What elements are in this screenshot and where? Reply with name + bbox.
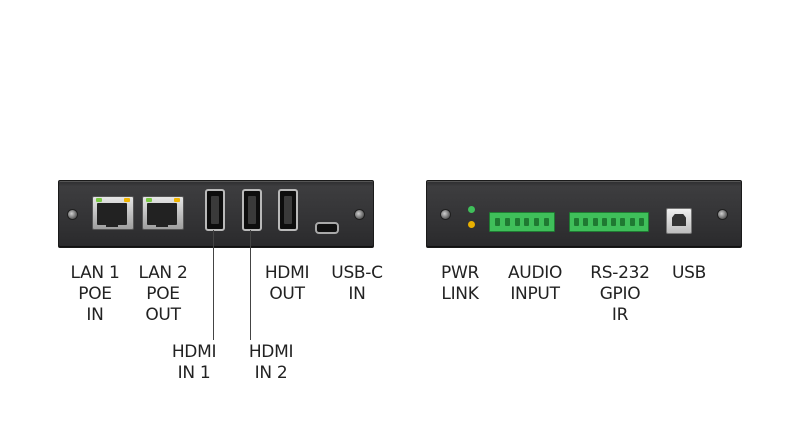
screw-icon — [68, 210, 77, 219]
rj45-socket-icon — [147, 203, 177, 227]
rs232-gpio-ir-label: RS-232 GPIO IR — [590, 263, 650, 325]
link-led-icon — [468, 221, 475, 228]
link-led-icon — [96, 198, 102, 202]
hdmi-out-port — [278, 189, 298, 231]
lan2-label: LAN 2 POE OUT — [138, 263, 188, 325]
audio-input-terminal — [489, 212, 555, 232]
hdmi-out-label: HDMI OUT — [264, 263, 310, 304]
hdmi-in1-port — [205, 189, 225, 231]
usb-label: USB — [672, 263, 706, 283]
hdmi-in1-label: HDMI IN 1 — [171, 342, 217, 383]
lan1-port — [92, 196, 134, 230]
screw-icon — [441, 210, 450, 219]
screw-icon — [718, 210, 727, 219]
usbc-in-label: USB-C IN — [331, 263, 383, 304]
audio-input-label: AUDIO INPUT — [507, 263, 563, 304]
front-panel-right — [426, 180, 742, 248]
pwr-link-label: PWR LINK — [441, 263, 479, 304]
pwr-led-icon — [468, 206, 475, 213]
activity-led-icon — [174, 198, 180, 202]
hdmi-in2-label: HDMI IN 2 — [248, 342, 294, 383]
activity-led-icon — [124, 198, 130, 202]
rs232-gpio-ir-terminal — [569, 212, 649, 232]
rj45-socket-icon — [97, 203, 127, 227]
lan2-port — [142, 196, 184, 230]
lan1-label: LAN 1 POE IN — [70, 263, 120, 325]
front-panel-left — [58, 180, 374, 248]
usbc-port — [315, 222, 339, 234]
hdmi-in2-leader-line — [250, 230, 251, 340]
hdmi-in2-port — [242, 189, 262, 231]
hdmi-in1-leader-line — [213, 230, 214, 340]
screw-icon — [355, 210, 364, 219]
link-led-icon — [146, 198, 152, 202]
usb-b-port — [666, 208, 692, 234]
